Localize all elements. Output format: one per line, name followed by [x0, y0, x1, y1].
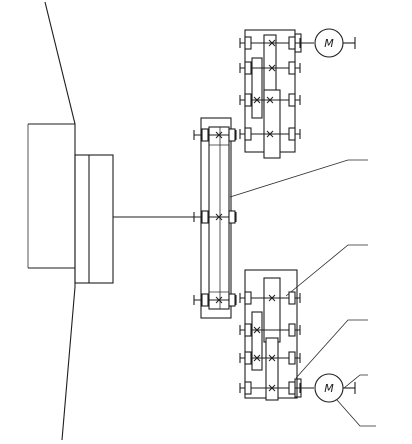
- bearing: [228, 128, 236, 142]
- gear: [251, 311, 263, 371]
- hub-flange: [74, 154, 114, 284]
- gear-center-mark: [253, 354, 261, 362]
- bearing: [288, 323, 296, 337]
- bearing: [228, 210, 236, 224]
- bearing: [288, 351, 296, 365]
- bearing: [244, 61, 252, 75]
- leader-line: [336, 399, 376, 427]
- shaft-details: [193, 36, 301, 395]
- bearing: [288, 36, 296, 50]
- bearing: [201, 128, 209, 142]
- bearing: [288, 127, 296, 141]
- gear: [263, 89, 281, 159]
- bearing: [244, 291, 252, 305]
- bearing: [244, 93, 252, 107]
- gear-center-mark: [253, 326, 261, 334]
- gear-center-mark: [215, 296, 223, 304]
- central-gear-body: [208, 126, 230, 310]
- bearing: [288, 381, 296, 395]
- gear: [263, 277, 281, 343]
- gear: [251, 57, 263, 119]
- gear-center-mark: [215, 213, 223, 221]
- motor-label: M: [324, 382, 334, 395]
- gear-center-mark: [215, 131, 223, 139]
- bearing: [244, 381, 252, 395]
- gear-center-mark: [266, 96, 274, 104]
- motor-upper: M: [314, 28, 356, 58]
- bearing: [288, 291, 296, 305]
- body-outline: [44, 1, 76, 441]
- bearing: [201, 210, 209, 224]
- gear-center-mark: [266, 130, 274, 138]
- gear-center-mark: [253, 96, 261, 104]
- leader-line: [295, 319, 368, 379]
- gear-center-mark: [268, 39, 276, 47]
- leader-line: [285, 244, 368, 297]
- upper-gearbox: [244, 29, 314, 159]
- gear-center-mark: [268, 384, 276, 392]
- bearing: [288, 61, 296, 75]
- leader-line: [229, 159, 368, 198]
- bearing: [244, 127, 252, 141]
- leader-lines: [229, 159, 376, 427]
- motor-lower: M: [314, 373, 356, 403]
- bearing: [288, 93, 296, 107]
- gear-center-mark: [268, 354, 276, 362]
- lower-gearbox: [244, 269, 314, 401]
- gear-center-mark: [268, 294, 276, 302]
- gear: [265, 337, 279, 401]
- hub-outer: [74, 154, 114, 284]
- gear-center-mark: [268, 64, 276, 72]
- bearing: [201, 293, 209, 307]
- leader-line: [343, 374, 368, 389]
- driven-body: [27, 1, 76, 441]
- bearing: [244, 323, 252, 337]
- bearing: [244, 36, 252, 50]
- bearing: [244, 351, 252, 365]
- bearing: [228, 293, 236, 307]
- motor-label: M: [324, 37, 334, 50]
